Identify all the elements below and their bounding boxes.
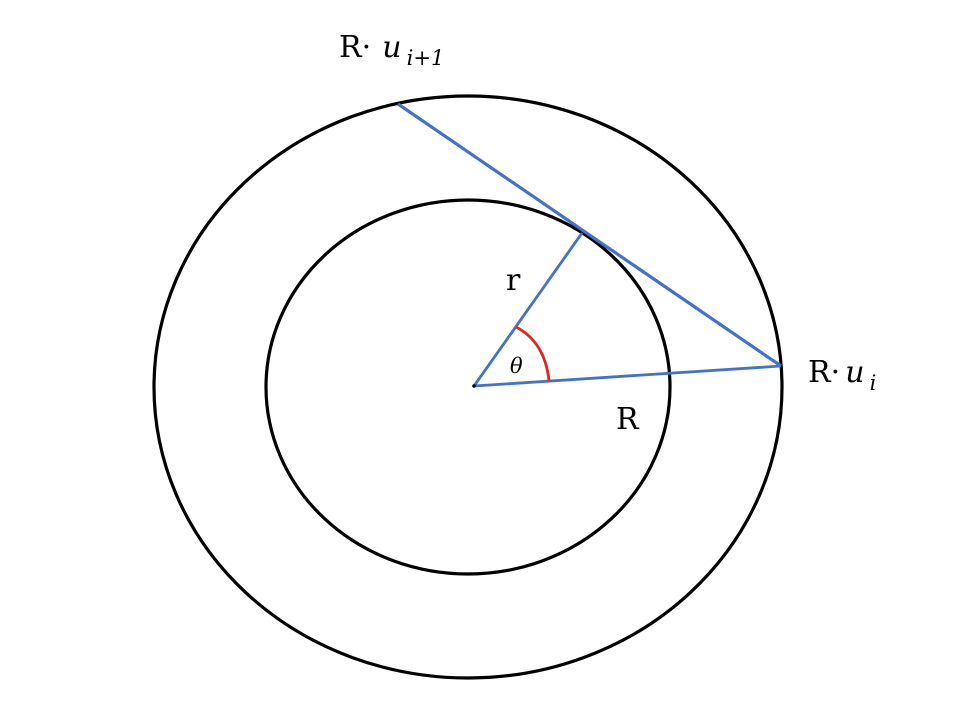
label-top-sub: i+1 [407,46,445,70]
label-right-var: u [845,355,864,390]
label-outer-radius: R [616,402,640,437]
label-right-sub: i [870,371,877,395]
angle-arc [515,325,551,382]
outer-radius-line [473,364,782,388]
label-inner-radius: r [506,263,521,298]
label-r-u-i: R· u i [808,355,876,395]
label-top-var: u [382,30,401,65]
inner-circle [264,198,672,576]
label-r-u-i-plus-1: R· u i+1 [339,30,444,70]
label-right-prefix: R· [808,355,840,390]
tangent-chord-line [397,102,782,368]
outer-circle [152,94,784,680]
center-point [472,384,476,388]
inner-radius-line [472,232,584,387]
label-top-prefix: R· [339,30,371,65]
label-angle: θ [510,354,523,378]
